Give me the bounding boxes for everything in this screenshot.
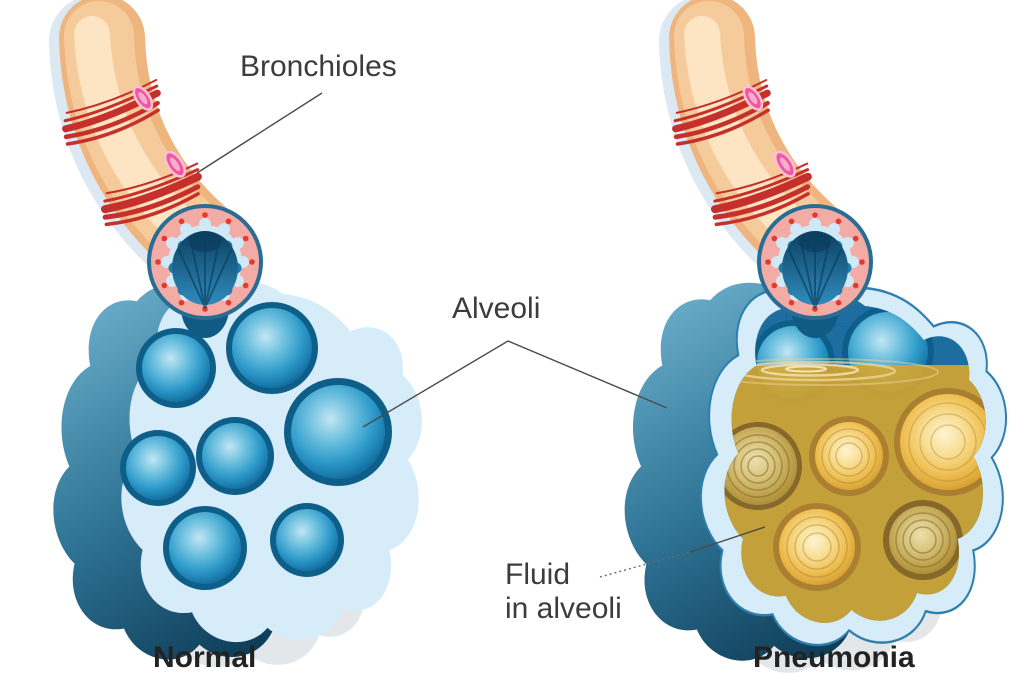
normal-side xyxy=(53,34,422,668)
caption-normal: Normal xyxy=(153,641,257,674)
caption-pneumonia: Pneumonia xyxy=(753,641,915,674)
alveolus xyxy=(270,503,344,577)
label-fluid-line1: Fluid xyxy=(505,558,571,591)
leader-line-bronchioles xyxy=(196,92,323,174)
fluid-filled-alveoli xyxy=(724,388,986,591)
label-fluid-line2: in alveoli xyxy=(505,592,622,625)
alveolus-fluid xyxy=(773,503,861,591)
alveolus-fluid xyxy=(894,388,986,496)
leader-line-fluid-dotted xyxy=(599,551,691,578)
alveolus xyxy=(196,417,274,495)
alveolus xyxy=(226,302,318,394)
alveolus xyxy=(163,506,247,590)
normal-alveoli xyxy=(120,302,392,590)
alveolus-fluid xyxy=(809,416,889,496)
alveolus xyxy=(136,328,216,408)
alveolus xyxy=(120,430,196,506)
leader-lines xyxy=(196,92,766,578)
alveolus-fluid xyxy=(883,500,963,580)
leader-line-alveoli xyxy=(362,340,668,428)
label-alveoli: Alveoli xyxy=(452,292,541,325)
label-bronchioles: Bronchioles xyxy=(240,50,397,83)
pneumonia-side xyxy=(624,34,1008,673)
label-fluid-in-alveoli: Fluid in alveoli xyxy=(505,558,622,626)
alveolus-fluid xyxy=(724,422,802,510)
alveolus xyxy=(284,378,392,486)
leader-line-fluid xyxy=(689,526,766,553)
